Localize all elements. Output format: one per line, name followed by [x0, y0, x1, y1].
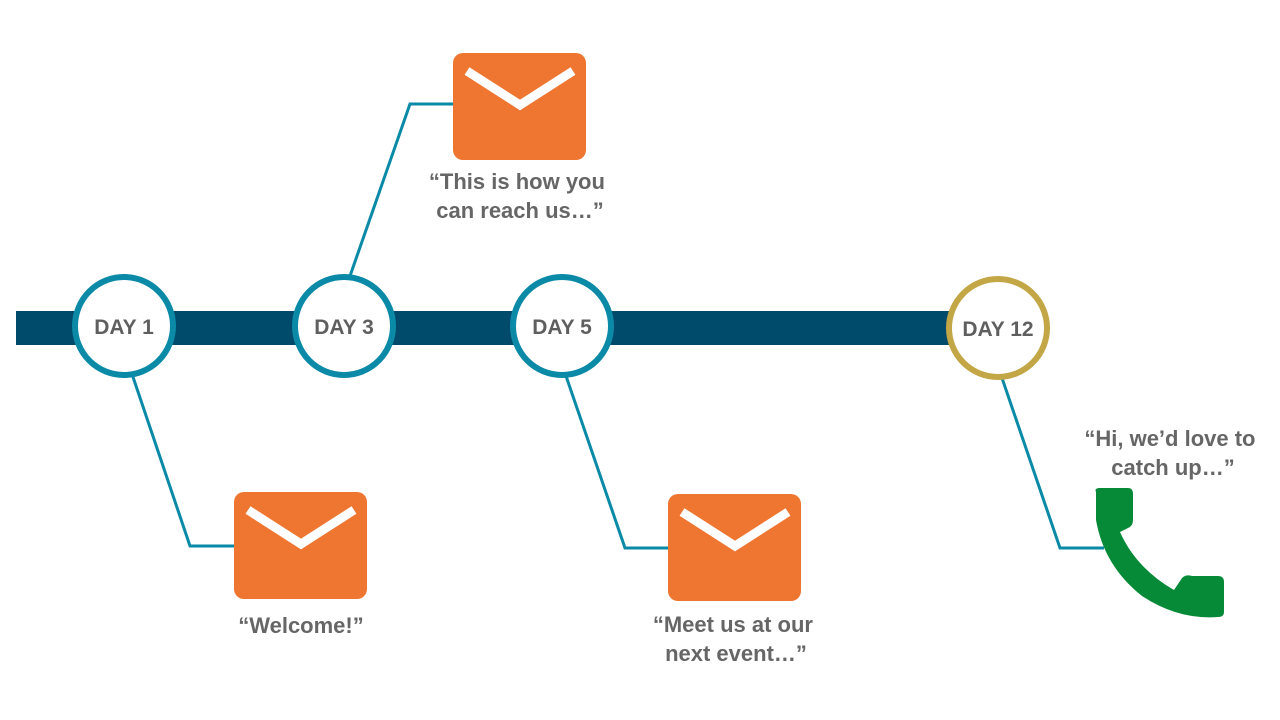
- connector-day-12: [1000, 377, 1104, 550]
- caption-day-3: “This is how you can reach us…”: [429, 169, 611, 223]
- caption-day-5: “Meet us at our next event…”: [653, 612, 819, 666]
- milestone-label: DAY 1: [94, 316, 154, 339]
- envelope-icon: [668, 494, 801, 601]
- milestone-day-12: DAY 12: [946, 276, 1050, 380]
- caption-day-1: “Welcome!”: [238, 613, 364, 638]
- milestone-label: DAY 3: [314, 316, 374, 339]
- milestone-day-1: DAY 1: [72, 274, 176, 378]
- connector-day-3: [348, 102, 455, 277]
- phone-icon: [1095, 488, 1224, 618]
- milestone-label: DAY 12: [962, 318, 1033, 341]
- milestone-day-5: DAY 5: [510, 274, 614, 378]
- envelope-icon: [453, 53, 586, 160]
- caption-day-12: “Hi, we’d love to catch up…”: [1084, 426, 1261, 480]
- connector-day-5: [564, 375, 670, 550]
- milestone-label: DAY 5: [532, 316, 592, 339]
- milestone-day-3: DAY 3: [292, 274, 396, 378]
- envelope-icon: [234, 492, 367, 599]
- connector-day-1: [130, 373, 236, 548]
